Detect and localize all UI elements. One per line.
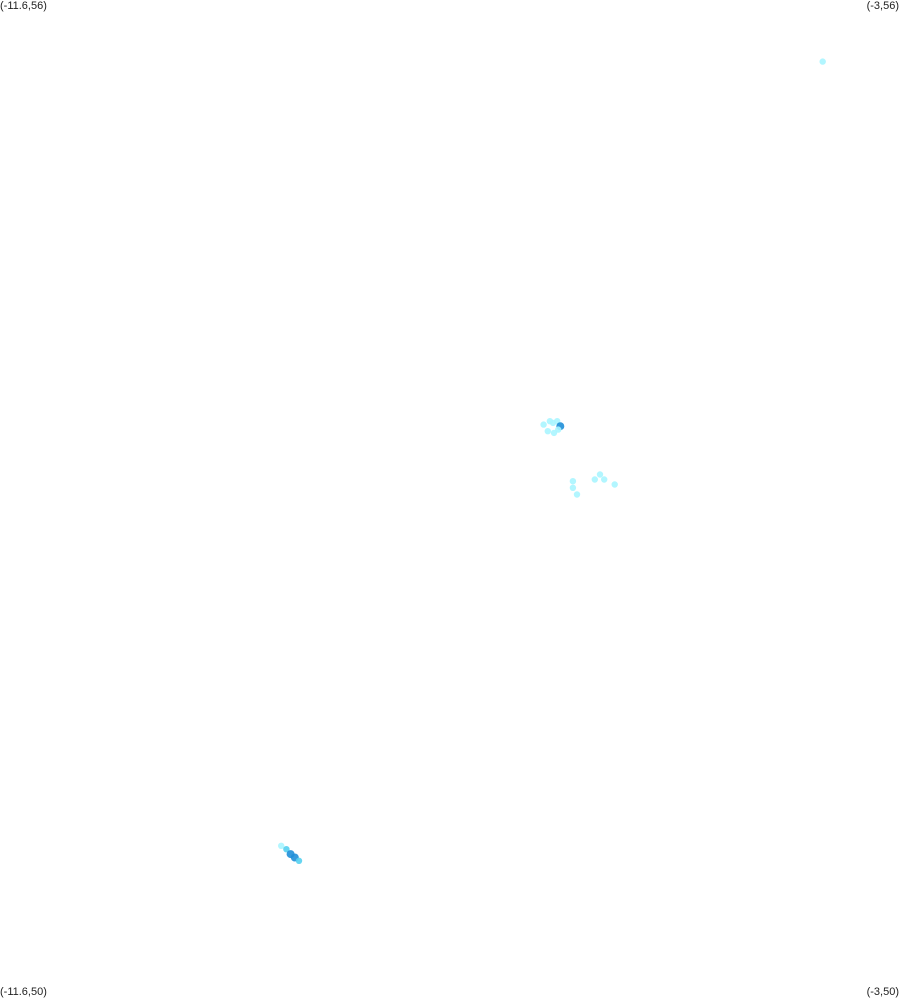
density-point-11 (573, 491, 581, 498)
density-point-14 (601, 476, 608, 483)
density-point-16 (278, 842, 285, 849)
density-point-17 (283, 846, 290, 853)
density-point-7 (544, 428, 551, 435)
corner-label-bottom-left: (-11.6,50) (0, 986, 47, 998)
corner-label-top-left: (-11.6,56) (0, 0, 47, 12)
density-point-15 (611, 481, 618, 488)
density-point-1 (540, 421, 547, 428)
density-point-12 (591, 476, 598, 483)
corner-label-bottom-right: (-3,50) (866, 986, 899, 998)
density-point-8 (550, 429, 558, 437)
density-point-9 (569, 478, 577, 485)
density-point-10 (569, 484, 577, 491)
density-point-20 (295, 857, 303, 864)
corner-label-top-right: (-3,56) (866, 0, 899, 12)
density-point-0 (819, 58, 826, 65)
density-point-13 (596, 471, 604, 478)
